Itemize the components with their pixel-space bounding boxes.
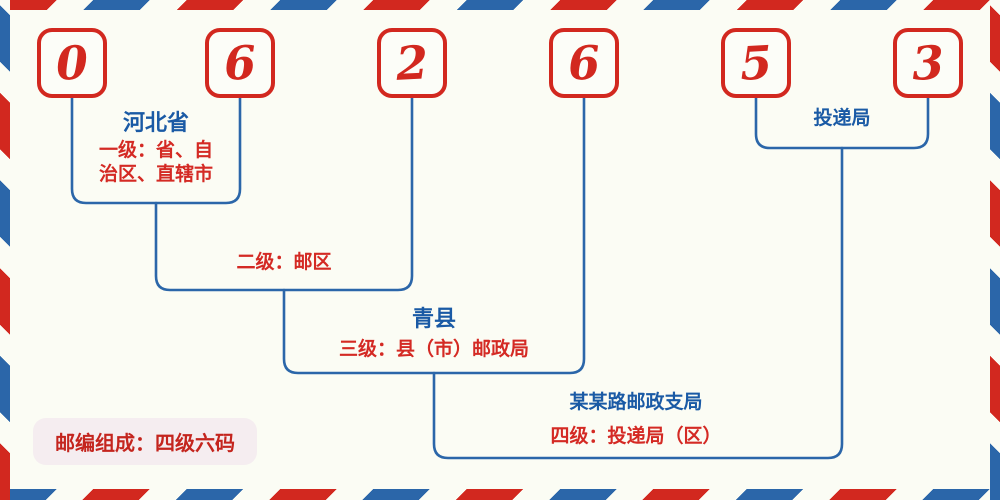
digit-6: 3 [910,35,946,91]
digit-5: 5 [738,35,774,91]
composition-badge: 邮编组成：四级六码 [33,418,257,465]
digit-2: 6 [222,35,258,91]
level1-desc-line1: 一级：省、自 [98,140,214,161]
digit-4: 6 [566,35,602,91]
level4-desc-label: 四级：投递局（区） [550,426,722,447]
delivery-office-label: 投递局 [813,108,871,129]
level2-desc-label: 二级：邮区 [236,252,332,273]
digit-box-2: 6 [205,28,275,98]
level3-county-label: 青县 [411,306,457,331]
digit-box-3: 2 [377,28,447,98]
composition-badge-text: 邮编组成：四级六码 [55,433,235,455]
level1-desc-line2: 治区、直辖市 [98,164,214,185]
bracket-level4 [432,146,844,460]
level4-branch-label: 某某路邮政支局 [569,392,703,413]
digit-box-5: 5 [721,28,791,98]
digit-box-1: 0 [37,28,107,98]
digit-3: 2 [394,35,430,91]
digit-box-6: 3 [893,28,963,98]
bracket-delivery [754,96,930,150]
level1-province-label: 河北省 [122,110,190,135]
level3-desc-label: 三级：县（市）邮政局 [338,339,530,360]
digit-1: 0 [54,35,90,91]
digit-box-4: 6 [549,28,619,98]
bracket-level3 [282,96,586,375]
level1-desc-label: 一级：省、自 治区、直辖市 [99,139,213,187]
